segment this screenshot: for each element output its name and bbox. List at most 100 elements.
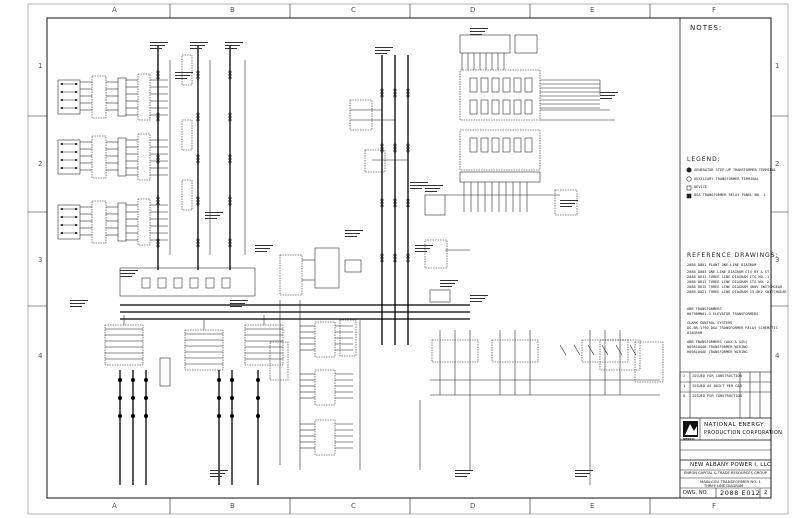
terminal-dot [75,159,77,161]
relay-box [137,133,151,181]
relay-panel [459,69,541,121]
vendor-line: H09A104AE TRANSFORMER WIRING [687,350,748,354]
bushing-terminal [141,277,151,289]
relay-contact [502,137,511,153]
annotation-text-line [190,45,205,46]
annotation-text-line [190,48,202,49]
zone-row-3-right: 3 [775,256,780,264]
annotation-text-line [575,470,593,471]
device-box [344,259,362,273]
annotation-text-line [210,473,225,474]
reference-title: REFERENCE DRAWINGS: [687,252,779,259]
revision-no: 2 [683,374,686,378]
ct-dot [230,378,234,382]
ct-dot [131,414,135,418]
annotation-text-line [455,470,473,471]
annotation-text-line [205,215,220,216]
revision-no: 1 [683,384,686,388]
relay-box [364,149,386,173]
terminal-dot [75,208,77,210]
terminal-dot [61,224,63,226]
annotation-text-line [470,34,482,35]
relay-contact [491,99,500,115]
annotation-text-line [470,301,482,302]
relay-box [181,119,193,151]
legend-item-gsu: GENERATOR STEP-UP TRANSFORMER TERMINAL [694,168,777,172]
ct-dot [118,414,122,418]
terminal-dot [75,99,77,101]
relay-contact [491,77,500,93]
device-box [429,289,451,303]
terminal-dot [75,143,77,145]
vendor-line: ABB TRANSFORMERS [687,307,722,311]
wire [601,344,609,356]
relay-contact [491,137,500,153]
annotation-text-line [175,75,190,76]
zone-col-D-top: D [470,6,476,14]
annotation-text-line [345,236,357,237]
ct-dot [131,378,135,382]
relay-box [269,341,289,381]
terminal-block [57,204,81,240]
annotation-text-line [410,188,422,189]
annotation-text-line [560,206,572,207]
legend-item-aux: AUXILIARY TRANSFORMER TERMINAL [694,177,759,181]
relay-contact [480,137,489,153]
test-switch [159,357,171,387]
client-name: ENRON CAPITAL & TRADE RESOURCES GROUP [684,471,767,475]
annotation-text-line [410,182,428,183]
zone-col-C-top: C [351,6,356,14]
relay-box [431,339,479,363]
relay-contact [502,77,511,93]
relay-contact [469,77,478,93]
ct-dot [144,414,148,418]
relay-box [491,339,539,363]
annotation-text-line [425,191,437,192]
zone-col-A-top: A [112,6,117,14]
annotation-text-line [255,251,267,252]
relay-panel [459,129,541,171]
zone-col-A-bottom: A [112,502,117,510]
annotation-text-line [225,45,240,46]
ct-dot [144,378,148,382]
annotation-text-line [600,98,612,99]
annotation-text-line [70,303,85,304]
ct-dot [144,396,148,400]
reference-item: 2088 D015 THREE LINE DIAGRAM 480V SWITCH… [687,285,783,289]
ct-dot [217,378,221,382]
annotation-text-line [415,248,430,249]
annotation-text-line [150,45,165,46]
annotation-text-line [375,53,387,54]
annotation-text-line [560,200,578,201]
terminal-dot [61,107,63,109]
annotation-text-line [175,72,193,73]
drawing-title-line2: THREE LINE DIAGRAM [704,484,744,488]
legend-item-relay: DGA TRANSFORMER RELAY PANEL NO. 1 [694,193,766,197]
annotation-text-line [150,48,162,49]
revision-text: ISSUED FOR CONSTRUCTION [692,394,742,398]
aux-box [279,254,303,296]
annotation-text-line [410,185,425,186]
zone-col-E-top: E [590,6,595,14]
bushing-terminal [173,277,183,289]
zone-row-2-left: 2 [38,160,43,168]
relay-contact [502,99,511,115]
relay-box [314,321,336,358]
relay-box [137,73,151,121]
relay-contact [469,99,478,115]
relay-box [91,75,107,119]
relay-contact [480,77,489,93]
annotation-text-line [440,283,455,284]
vendor-line: H079BMN01-G ELEVATOR TRANSFORMERS [687,312,759,316]
ct-dot [131,396,135,400]
vendor-line: DIAGRAM [687,331,703,335]
zone-row-1-right: 1 [775,62,780,70]
annotation-text-line [210,476,222,477]
zone-row-1-left: 1 [38,62,43,70]
relay-box [424,239,448,269]
revision-no: 0 [683,394,686,398]
bushing-terminal [189,277,199,289]
terminal-dot [61,151,63,153]
terminal-dot [75,232,77,234]
terminal-dot [61,143,63,145]
